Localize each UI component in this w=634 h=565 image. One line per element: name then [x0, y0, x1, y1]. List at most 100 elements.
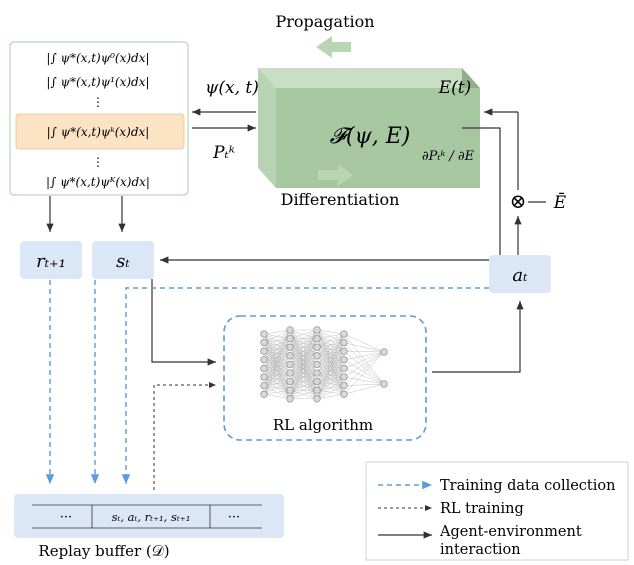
network-edge — [263, 364, 291, 395]
network-node — [313, 369, 321, 377]
network-node — [286, 377, 294, 386]
network-edge — [316, 333, 345, 382]
legend-dashed-label: Training data collection — [440, 478, 615, 494]
network-node — [380, 380, 388, 388]
operator-label: 𝓕(ψ, E) — [330, 124, 411, 149]
network-edge — [263, 347, 291, 395]
overlap-item: |∫ ψ*(x,t)ψ¹(x)dx| — [46, 75, 149, 89]
network-edge — [316, 333, 345, 391]
p-label: Pₜᵏ — [212, 143, 235, 163]
network-edge — [289, 364, 318, 399]
differentiation-label: Differentiation — [281, 190, 400, 209]
network-edge — [316, 333, 345, 365]
network-node — [286, 369, 294, 377]
network-edge — [263, 329, 291, 360]
network-node — [286, 334, 294, 343]
legend-solid-label-line1: Agent-environment — [439, 524, 582, 540]
network-node — [340, 338, 348, 347]
buffer-cell-transition: sₜ, aₜ, rₜ₊₁, sₜ₊₁ — [112, 510, 191, 524]
network-node — [313, 352, 321, 360]
network-edge — [289, 329, 318, 356]
buffer-cell: ··· — [228, 510, 240, 525]
overlap-panel — [9, 41, 189, 196]
network-edge — [263, 372, 291, 395]
network-node — [286, 326, 294, 334]
network-node — [260, 381, 268, 390]
differentiation-arrow — [318, 164, 353, 186]
network-node — [260, 373, 268, 381]
legend-box — [365, 461, 629, 561]
network-edge — [289, 329, 318, 365]
network-edge — [289, 381, 318, 399]
overlap-item: |∫ ψ*(x,t)ψ⁰(x)dx| — [46, 51, 149, 65]
network-edge — [289, 338, 318, 399]
state-to-rl-arrow — [151, 279, 216, 366]
reward-label: rₜ₊₁ — [36, 251, 66, 272]
e-label: E(t) — [438, 78, 472, 98]
network-edge — [263, 329, 291, 369]
psi-label: ψ(x, t) — [205, 78, 259, 98]
network-node — [313, 377, 321, 386]
network-node — [286, 352, 294, 360]
network-edge — [263, 390, 291, 395]
network-edge — [263, 338, 291, 395]
network-edge — [289, 329, 318, 348]
replay-buffer-label: Replay buffer (𝒟) — [38, 542, 169, 560]
network-edge — [289, 329, 318, 391]
network-node — [313, 386, 321, 394]
state-feedback-line — [160, 127, 501, 264]
propagation-label: Propagation — [275, 12, 374, 31]
network-edge — [316, 359, 345, 399]
network-node — [340, 390, 348, 398]
state-label: sₜ — [116, 251, 130, 272]
network-node — [313, 360, 321, 369]
network-edge — [343, 342, 385, 353]
network-edge — [316, 333, 345, 348]
network-edge — [289, 329, 318, 339]
network-node — [340, 330, 348, 338]
overlap-item: |∫ ψ*(x,t)ψᴷ(x)dx| — [46, 175, 150, 189]
network-edge — [316, 329, 345, 335]
network-node — [260, 330, 268, 338]
multiply-node: ⊗ — [510, 189, 527, 213]
network-node — [286, 343, 294, 351]
network-edge — [343, 368, 385, 385]
reward-box — [20, 241, 82, 279]
network-edge — [316, 333, 345, 339]
network-node — [340, 381, 348, 390]
network-node — [260, 364, 268, 373]
network-edge — [343, 351, 385, 353]
propagation-arrow — [316, 36, 351, 58]
network-edge — [289, 355, 318, 399]
network-edge — [316, 351, 345, 399]
network-edge — [263, 329, 291, 378]
network-node — [260, 356, 268, 364]
dpde-label: ∂Pₜᵏ / ∂E — [422, 149, 475, 164]
action-label: aₜ — [512, 265, 528, 286]
network-edge — [289, 347, 318, 399]
action-to-buffer-dashed — [121, 287, 489, 484]
network-node — [286, 386, 294, 394]
network-edge — [289, 329, 318, 399]
network-node — [260, 338, 268, 347]
network-edge — [343, 383, 385, 395]
environment-cube — [258, 68, 480, 188]
network-edge — [316, 376, 345, 399]
network-edge — [263, 381, 291, 395]
network-edge — [343, 351, 385, 360]
overlap-item-highlight: |∫ ψ*(x,t)ψᵏ(x)dx| — [47, 125, 150, 139]
network-edge — [343, 351, 385, 385]
network-edge — [316, 342, 345, 399]
network-edge — [316, 333, 345, 399]
network-edge — [343, 351, 385, 378]
network-edge — [263, 355, 291, 395]
network-edge — [343, 351, 385, 369]
rl-to-action-arrow — [432, 301, 524, 373]
network-node — [313, 343, 321, 351]
buffer-to-rl-dotted — [153, 382, 216, 490]
network-edge — [289, 329, 318, 382]
state-box — [92, 241, 154, 279]
network-edge — [289, 390, 318, 399]
network-edge — [343, 351, 385, 386]
